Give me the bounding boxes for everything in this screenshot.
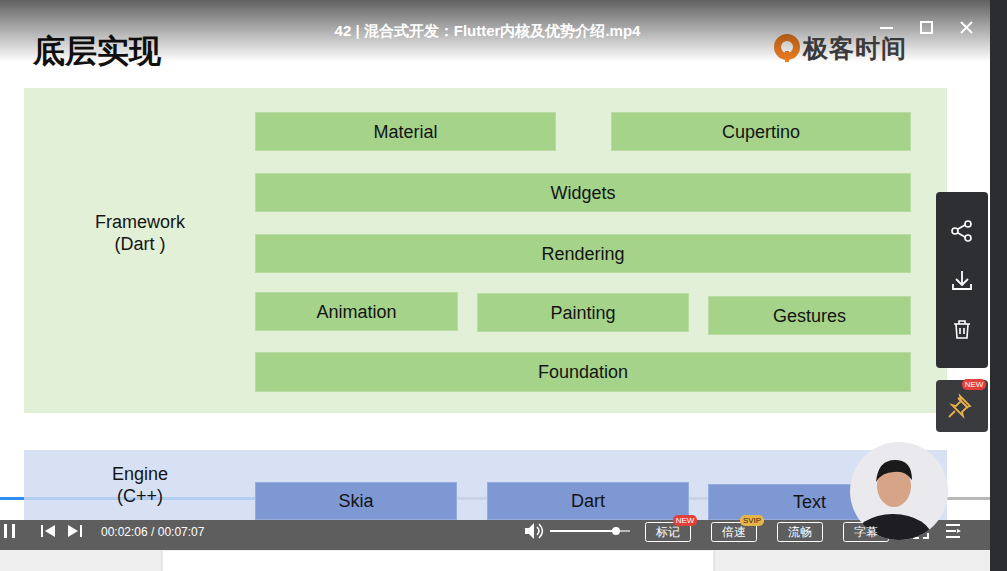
module-box: Animation <box>255 292 458 331</box>
module-box: Dart <box>487 482 689 520</box>
layer-band: Engine (C++) Skia Dart Text <box>24 450 947 520</box>
module-box: Text <box>708 484 911 520</box>
box-label: Animation <box>316 301 396 323</box>
playback-time: 00:02:06 / 00:07:07 <box>101 522 231 541</box>
box-label: Skia <box>338 490 373 512</box>
module-box: Painting <box>477 293 689 332</box>
player-button: 流畅 <box>777 522 823 542</box>
module-box: Skia <box>255 482 457 520</box>
module-box: Foundation <box>255 352 911 392</box>
layer-band: Framework (Dart ) Material CupertinoWidget… <box>24 88 947 413</box>
band-label: Framework (Dart ) <box>84 211 196 255</box>
badge: NEW <box>962 379 986 390</box>
player-button: 字幕 <box>843 522 889 542</box>
box-label: Painting <box>550 302 615 324</box>
box-label: Dart <box>571 490 605 512</box>
module-box: Material <box>255 112 556 151</box>
module-box: Cupertino <box>611 112 911 151</box>
video-title: 42 | 混合式开发：Flutter内核及优势介绍.mp4 <box>200 20 775 42</box>
box-label: Gestures <box>773 305 846 327</box>
badge: SVIP <box>740 515 764 526</box>
module-box: Rendering <box>255 234 911 273</box>
box-label: Widgets <box>550 182 615 204</box>
module-box: Widgets <box>255 173 911 212</box>
box-label: Rendering <box>541 243 624 265</box>
brand-logo-text: 极客时间 <box>803 30 928 66</box>
box-label: Cupertino <box>722 121 800 143</box>
badge: NEW <box>673 515 697 526</box>
slide-title: 底层实现 <box>33 30 161 74</box>
box-label: Material <box>373 121 437 143</box>
box-label: Text <box>793 491 826 513</box>
box-label: Foundation <box>538 361 628 383</box>
module-box: Gestures <box>708 296 911 335</box>
band-label: Engine (C++) <box>100 463 180 507</box>
